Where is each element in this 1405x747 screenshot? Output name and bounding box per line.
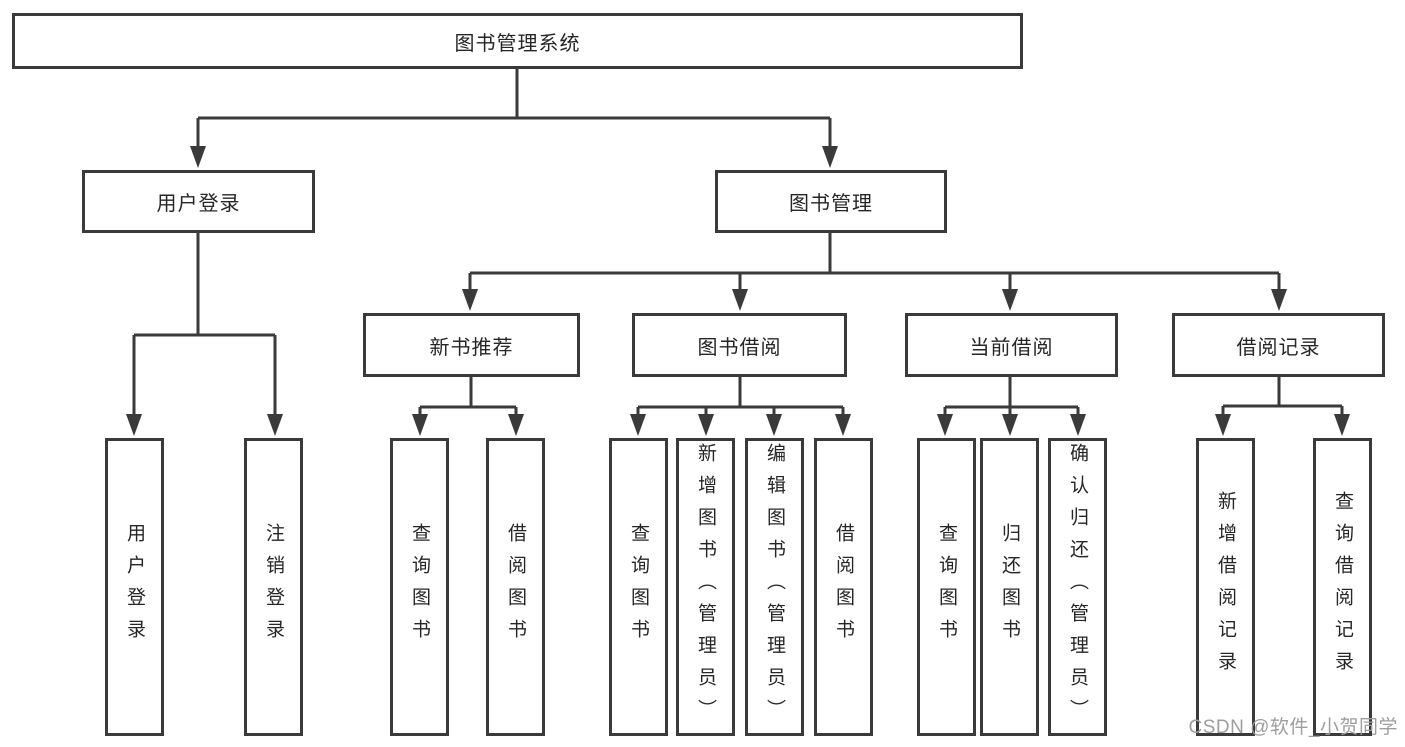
node-borrowing-records-label: 借阅记录 (1236, 336, 1321, 359)
node-new-book-recommend: 新书推荐 (363, 313, 580, 377)
leaf-edit-books-admin-label: 编辑图书（管理员） (764, 443, 785, 731)
node-root-system-label: 图书管理系统 (454, 32, 581, 55)
leaf-query-books-borrowing: 查询图书 (609, 438, 668, 736)
node-user-login: 用户登录 (82, 170, 315, 233)
leaf-borrow-books-recommend-label: 借阅图书 (505, 523, 526, 651)
leaf-query-borrow-record: 查询借阅记录 (1313, 438, 1372, 736)
node-borrowing-records: 借阅记录 (1172, 313, 1385, 377)
leaf-add-borrow-record: 新增借阅记录 (1196, 438, 1255, 736)
node-book-borrowing-label: 图书借阅 (697, 336, 782, 359)
arrowheads (126, 146, 1350, 436)
leaf-user-login-label: 用户登录 (124, 523, 145, 651)
node-book-management: 图书管理 (715, 170, 947, 233)
node-current-borrowing-label: 当前借阅 (969, 336, 1054, 359)
leaf-query-books-current-label: 查询图书 (936, 523, 957, 651)
leaf-return-books: 归还图书 (980, 438, 1039, 736)
node-root-system: 图书管理系统 (12, 13, 1023, 69)
node-book-management-label: 图书管理 (789, 193, 873, 215)
leaf-add-books-admin-label: 新增图书（管理员） (695, 443, 716, 731)
leaf-query-borrow-record-label: 查询借阅记录 (1332, 491, 1353, 683)
leaf-return-books-label: 归还图书 (999, 523, 1020, 651)
leaf-query-books-current: 查询图书 (917, 438, 976, 736)
leaf-confirm-return-admin-label: 确认归还（管理员） (1067, 443, 1088, 731)
node-new-book-recommend-label: 新书推荐 (429, 336, 514, 359)
node-book-borrowing: 图书借阅 (632, 313, 847, 377)
csdn-watermark: CSDN @软件_小贺同学 (1188, 717, 1398, 738)
node-current-borrowing: 当前借阅 (905, 313, 1118, 377)
leaf-borrow-books: 借阅图书 (814, 438, 873, 736)
leaf-logout: 注销登录 (244, 438, 303, 736)
leaf-add-borrow-record-label: 新增借阅记录 (1215, 491, 1236, 683)
leaf-user-login: 用户登录 (105, 438, 164, 736)
leaf-edit-books-admin: 编辑图书（管理员） (745, 438, 804, 736)
leaf-borrow-books-label: 借阅图书 (833, 523, 854, 651)
leaf-confirm-return-admin: 确认归还（管理员） (1048, 438, 1107, 736)
node-user-login-label: 用户登录 (156, 193, 241, 215)
leaf-query-books-borrowing-label: 查询图书 (628, 523, 649, 651)
leaf-query-books-recommend: 查询图书 (390, 438, 449, 736)
leaf-query-books-recommend-label: 查询图书 (409, 523, 430, 651)
leaf-add-books-admin: 新增图书（管理员） (676, 438, 735, 736)
leaf-borrow-books-recommend: 借阅图书 (486, 438, 545, 736)
leaf-logout-label: 注销登录 (263, 523, 284, 651)
